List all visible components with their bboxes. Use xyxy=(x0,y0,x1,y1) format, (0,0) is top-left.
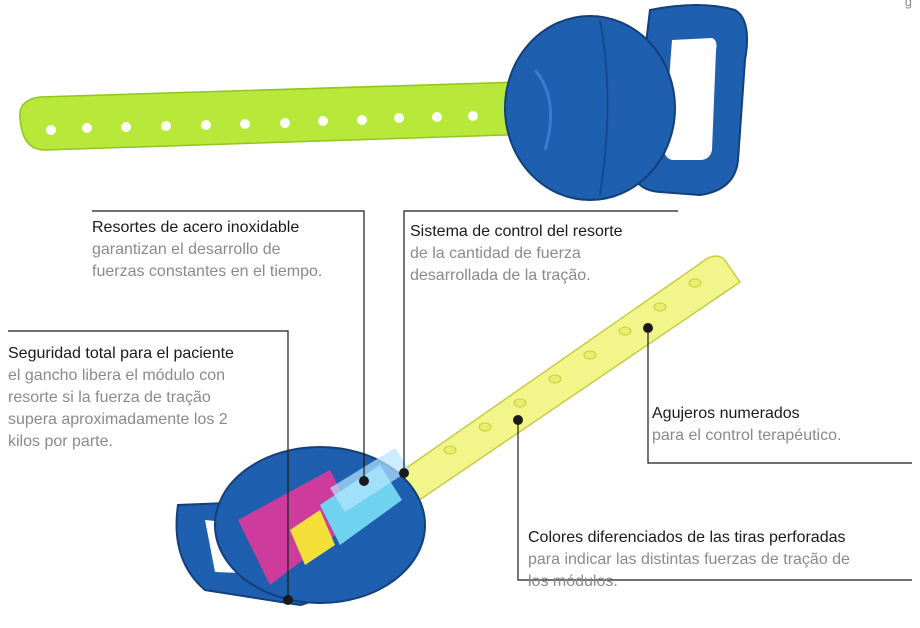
yellow-perforated-strap xyxy=(390,255,742,507)
callout-holes: Agujeros numerados para el control terap… xyxy=(652,403,912,447)
dot-safety xyxy=(283,595,293,605)
callout-control-desc: de la cantidad de fuerza desarrollada de… xyxy=(410,245,591,284)
callout-colors-title: Colores diferenciados de las tiras perfo… xyxy=(528,529,846,546)
callout-holes-title: Agujeros numerados xyxy=(652,405,800,422)
leader-colors xyxy=(517,420,912,581)
dot-control xyxy=(399,468,409,478)
dot-colors xyxy=(513,415,523,425)
leader-safety xyxy=(8,330,289,598)
callout-control-title: Sistema de control del resorte xyxy=(410,223,623,240)
dot-holes xyxy=(643,323,653,333)
callout-safety-desc: el gancho libera el módulo con resorte s… xyxy=(8,367,228,450)
callout-safety: Seguridad total para el paciente el ganc… xyxy=(8,343,298,453)
leader-lines xyxy=(8,210,912,598)
callout-springs-desc: garantizan el desarrollo de fuerzas cons… xyxy=(92,241,323,280)
green-perforated-strap xyxy=(19,81,536,151)
strap-holes xyxy=(46,111,478,135)
top-traction-module xyxy=(19,4,748,201)
callout-safety-title: Seguridad total para el paciente xyxy=(8,345,234,362)
callout-springs: Resortes de acero inoxidable garantizan … xyxy=(92,217,382,283)
callout-colors: Colores diferenciados de las tiras perfo… xyxy=(528,527,918,593)
callout-colors-desc: para indicar las distintas fuerzas de tr… xyxy=(528,551,850,590)
callout-control: Sistema de control del resorte de la can… xyxy=(410,221,700,287)
hook-opening xyxy=(664,38,717,160)
corner-text: g xyxy=(904,0,912,9)
yellow-strap-holes xyxy=(443,278,702,455)
leader-holes xyxy=(647,328,912,464)
callout-springs-title: Resortes de acero inoxidable xyxy=(92,219,300,236)
leader-control xyxy=(403,210,678,470)
callout-holes-desc: para el control terapéutico. xyxy=(652,427,842,444)
bottom-traction-module xyxy=(175,255,742,607)
spring-yellow-section xyxy=(290,510,335,565)
blue-spring-housing xyxy=(504,15,676,201)
leader-springs xyxy=(92,210,365,478)
dot-springs xyxy=(359,476,369,486)
leader-dots xyxy=(283,323,653,605)
